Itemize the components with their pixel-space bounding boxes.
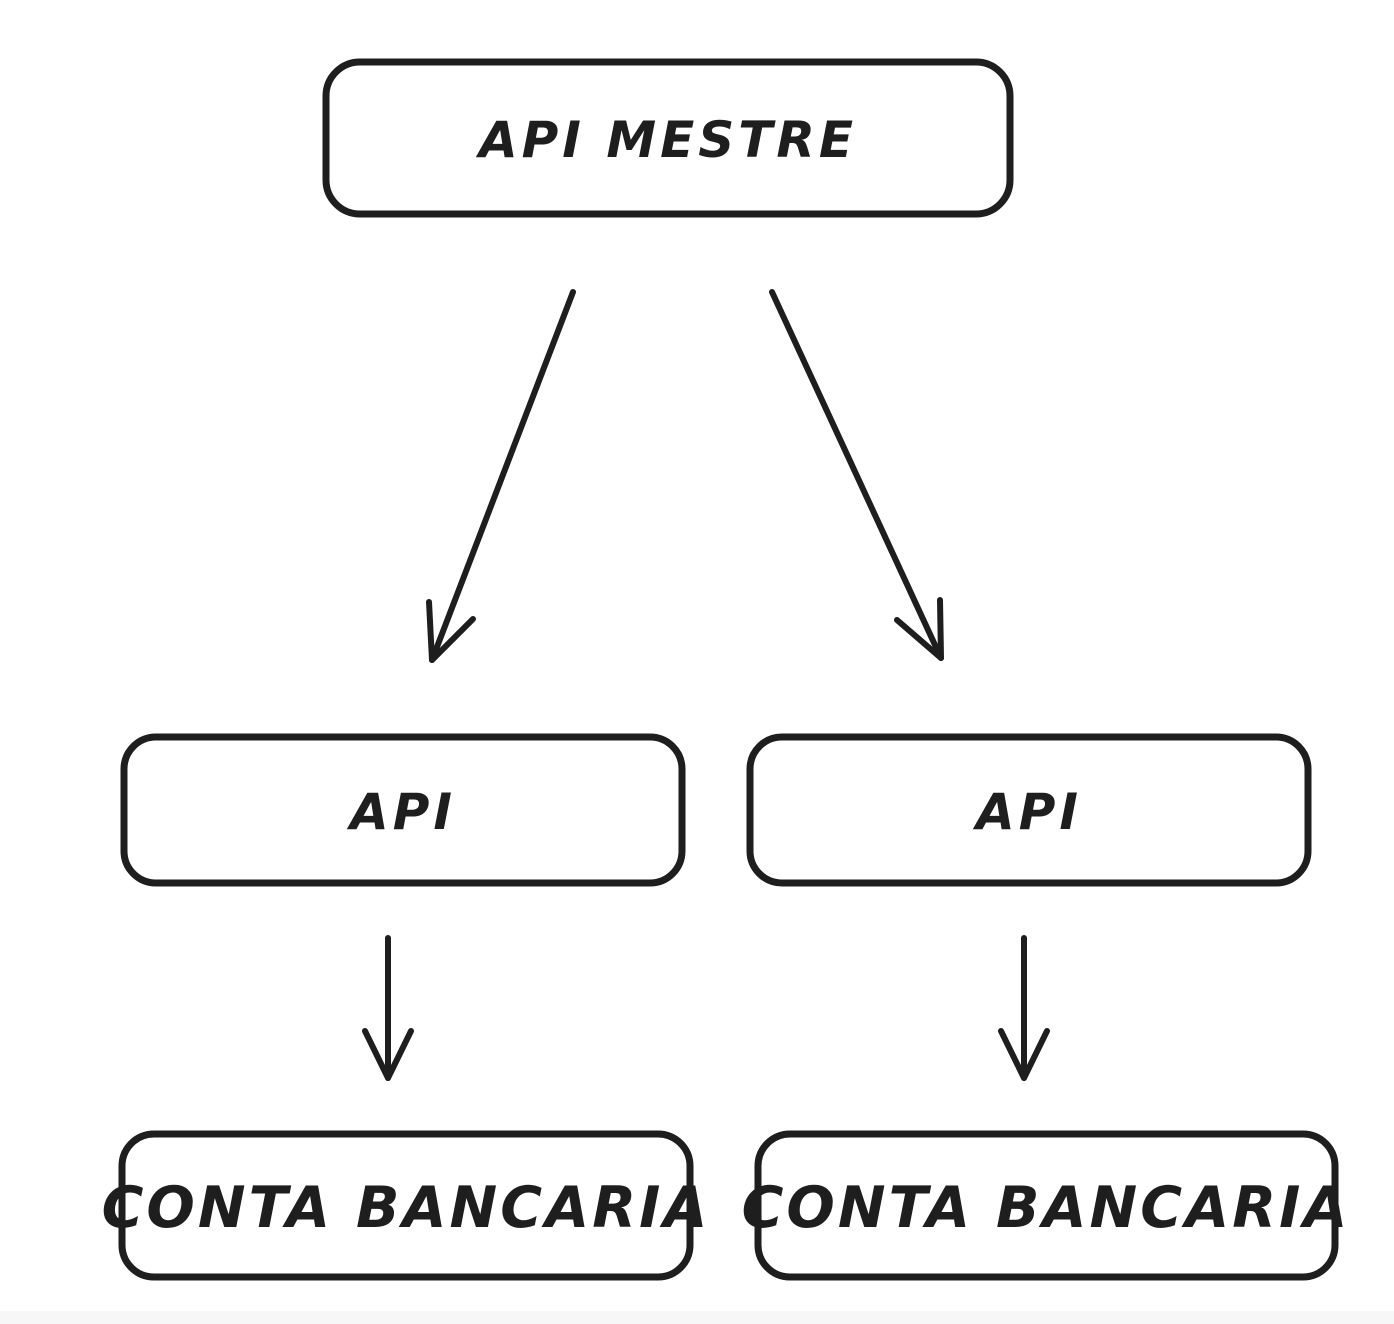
edge-mestre-to-api-right[interactable] <box>769 289 944 661</box>
node-box <box>746 733 1312 887</box>
node-label: API MESTRE <box>475 111 857 169</box>
node-conta-bancaria-right[interactable]: CONTA BANCARIA <box>742 1130 1351 1281</box>
node-api-right[interactable]: API <box>746 733 1312 887</box>
edge-line <box>429 289 576 663</box>
node-conta-bancaria-left[interactable]: CONTA BANCARIA <box>102 1130 711 1281</box>
arrowhead-icon <box>998 1028 1050 1081</box>
node-label: API <box>972 783 1082 841</box>
edge-mestre-to-api-left[interactable] <box>426 289 576 663</box>
edge-api-left-to-conta-left[interactable] <box>362 935 414 1081</box>
arrowhead-icon <box>426 599 476 663</box>
node-label: CONTA BANCARIA <box>742 1175 1351 1241</box>
arrowhead-icon <box>362 1028 414 1081</box>
node-label: API <box>346 783 456 841</box>
edge-line <box>769 289 944 661</box>
canvas-bottom-strip <box>0 1311 1394 1324</box>
node-box <box>754 1130 1339 1281</box>
node-label: CONTA BANCARIA <box>102 1175 711 1241</box>
node-box <box>322 58 1014 218</box>
edge-api-right-to-conta-right[interactable] <box>998 935 1050 1081</box>
node-api-left[interactable]: API <box>120 733 686 887</box>
node-api-mestre[interactable]: API MESTRE <box>322 58 1014 218</box>
node-box <box>118 1130 694 1281</box>
arrowhead-icon <box>894 597 944 661</box>
node-box <box>120 733 686 887</box>
